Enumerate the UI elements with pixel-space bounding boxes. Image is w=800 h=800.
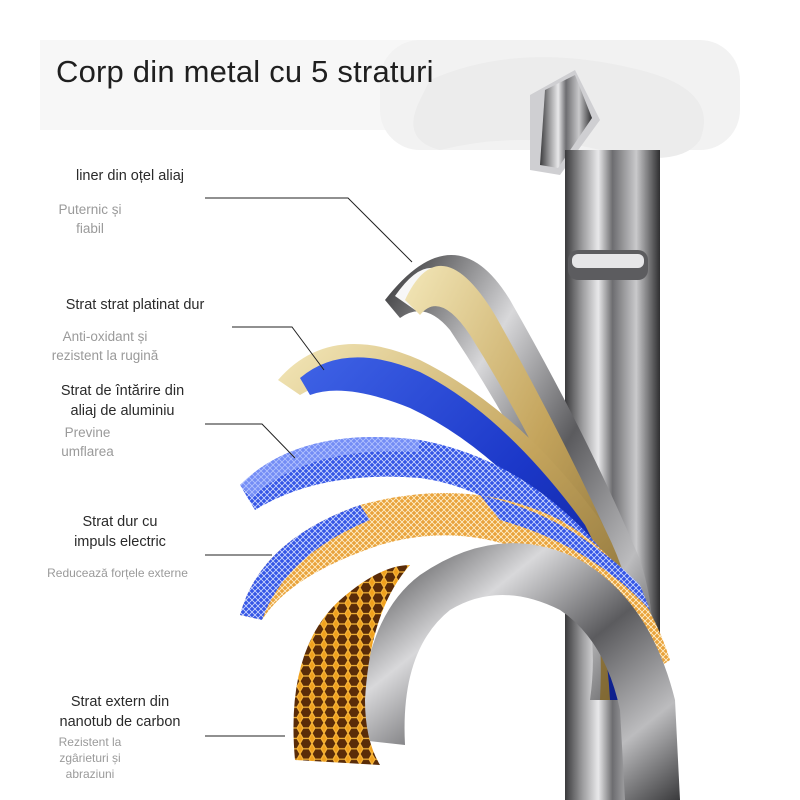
layer-2-name: Strat strat platinat dur [65, 297, 205, 313]
layer-3-desc: Previne umflarea [61, 425, 114, 459]
layer-5-name: Strat extern din nanotub de carbon [59, 694, 181, 730]
layer-3-name: Strat de întărire din aliaj de aluminiu [60, 383, 185, 419]
layer-1-name: liner din oțel aliaj [75, 168, 184, 184]
page-title: Corp din metal cu 5 straturi [56, 54, 434, 89]
layer-4-name: Strat dur cu impuls electric [74, 514, 166, 550]
layer-4-desc: Reducează forțele externe [47, 566, 188, 580]
layer-5-desc: Rezistent la zgârieturi și abraziuni [58, 735, 122, 781]
layer-1-desc: Puternic și fiabil [58, 202, 122, 236]
layer-2-desc: Anti-oxidant și rezistent la rugină [51, 329, 159, 363]
